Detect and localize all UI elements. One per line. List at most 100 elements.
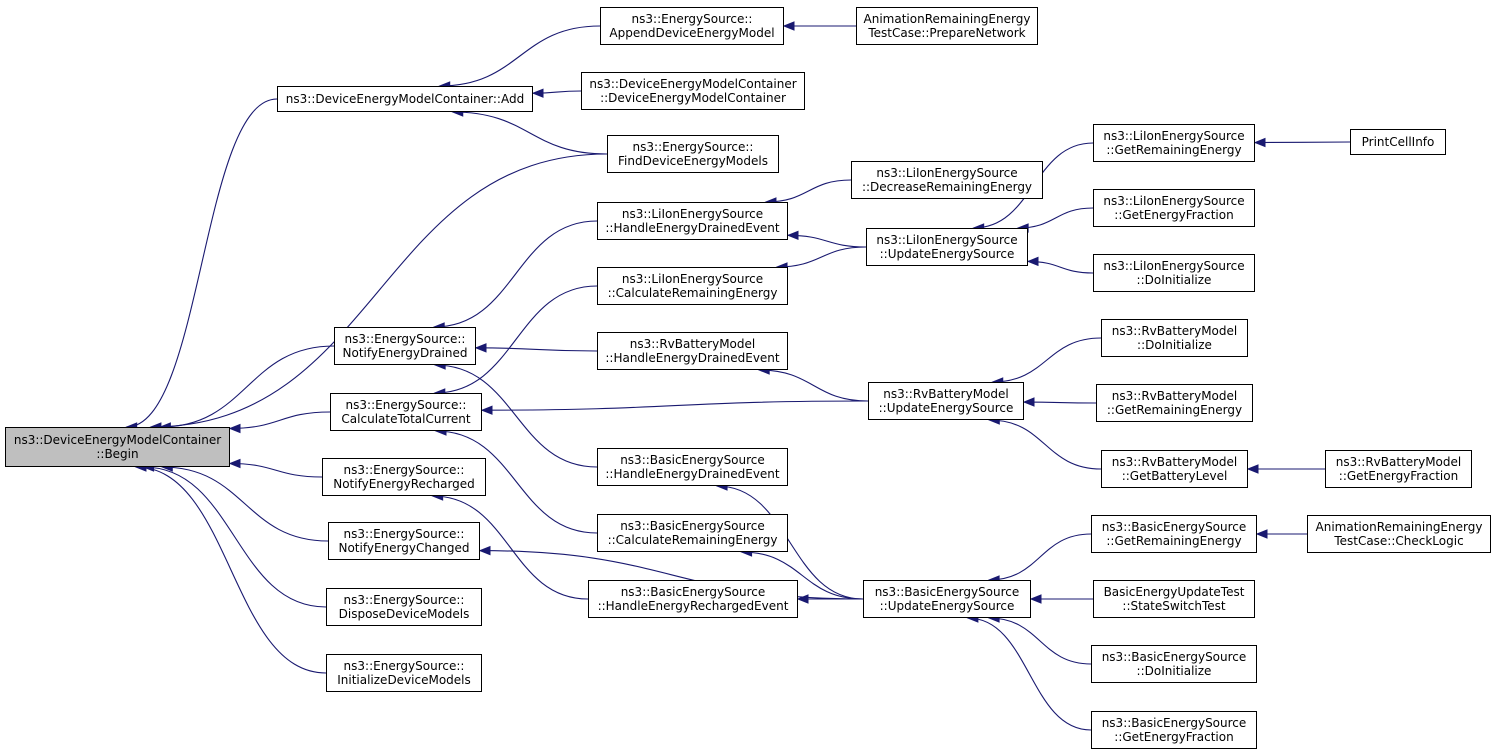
arrowhead-liDoInit-to-liUpdate — [1026, 256, 1039, 267]
node-label-line: AnimationRemainingEnergy — [1315, 520, 1483, 534]
node-liDecrease[interactable]: ns3::LiIonEnergySource::DecreaseRemainin… — [851, 161, 1043, 199]
edge-liCalcRemaining-to-calcTotal — [434, 285, 598, 394]
edge-liGetFraction-to-liUpdate — [1018, 207, 1094, 229]
node-liGetFraction[interactable]: ns3::LiIonEnergySource::GetEnergyFractio… — [1093, 189, 1255, 227]
node-label-line: ::CalculateRemainingEnergy — [607, 533, 778, 547]
node-appendDev[interactable]: ns3::EnergySource::AppendDeviceEnergyMod… — [600, 7, 784, 45]
arrowhead-animCheck-to-basicGetRemaining — [1255, 529, 1268, 539]
arrowhead-devCtor-to-add — [531, 88, 544, 98]
edge-printCell-to-liGetRemaining — [1254, 141, 1351, 144]
node-calcTotal[interactable]: ns3::EnergySource::CalculateTotalCurrent — [330, 393, 482, 431]
node-rvUpdate[interactable]: ns3::RvBatteryModel::UpdateEnergySource — [868, 382, 1024, 420]
node-notifyDrained[interactable]: ns3::EnergySource::NotifyEnergyDrained — [334, 327, 476, 365]
node-label-line: ns3::BasicEnergySource — [1101, 650, 1247, 664]
node-basicHandleDrained[interactable]: ns3::BasicEnergySource::HandleEnergyDrai… — [597, 448, 788, 486]
arrowhead-notifyRecharged-to-root — [228, 458, 241, 469]
arrowhead-basicUpdate-to-notifyChanged — [478, 545, 491, 556]
node-basicHandleRecharged[interactable]: ns3::BasicEnergySource::HandleEnergyRech… — [588, 580, 798, 618]
node-devCtor[interactable]: ns3::DeviceEnergyModelContainer::DeviceE… — [581, 72, 805, 110]
node-label-line: ns3::LiIonEnergySource — [876, 166, 1018, 180]
edge-notifyChanged-to-root — [162, 466, 329, 542]
node-basicGetFraction[interactable]: ns3::BasicEnergySource::GetEnergyFractio… — [1091, 711, 1257, 749]
node-label-line: TestCase::PrepareNetwork — [868, 26, 1026, 40]
node-basicDoInit[interactable]: ns3::BasicEnergySource::DoInitialize — [1091, 645, 1257, 683]
node-label-line: ns3::EnergySource:: — [343, 659, 465, 673]
edge-basicGetRemaining-to-basicUpdate — [989, 533, 1092, 581]
node-label-line: ::DoInitialize — [1137, 338, 1212, 352]
node-rvDoInit[interactable]: ns3::RvBatteryModel::DoInitialize — [1101, 319, 1248, 357]
node-label-line: ::HandleEnergyRechargedEvent — [597, 599, 789, 613]
node-liCalcRemaining[interactable]: ns3::LiIonEnergySource::CalculateRemaini… — [597, 267, 788, 305]
arrowhead-liUpdate-to-liHandleDrained — [786, 230, 799, 241]
node-rvGetBattery[interactable]: ns3::RvBatteryModel::GetBatteryLevel — [1101, 450, 1248, 488]
node-label-line: ns3::RvBatteryModel — [1111, 324, 1238, 338]
node-label-line: DisposeDeviceModels — [338, 607, 470, 621]
node-label-line: FindDeviceEnergyModels — [618, 154, 768, 168]
node-basicUpdate[interactable]: ns3::BasicEnergySource::UpdateEnergySour… — [863, 580, 1031, 618]
node-label-line: PrintCellInfo — [1361, 135, 1435, 149]
node-liHandleDrained[interactable]: ns3::LiIonEnergySource::HandleEnergyDrai… — [597, 202, 788, 240]
arrowhead-calcTotal-to-root — [228, 423, 241, 434]
node-label-line: ::GetEnergyFraction — [1114, 730, 1234, 744]
edge-basicUpdate-to-basicHandleDrained — [717, 485, 864, 600]
edge-liUpdate-to-liHandleDrained — [787, 234, 867, 248]
edge-basicHandleDrained-to-notifyDrained — [435, 364, 598, 468]
node-label-line: ns3::LiIonEnergySource — [621, 207, 764, 221]
edge-calcTotal-to-root — [229, 411, 331, 430]
node-add[interactable]: ns3::DeviceEnergyModelContainer::Add — [277, 86, 533, 112]
node-label-line: BasicEnergyUpdateTest — [1103, 585, 1245, 599]
node-label-line: ::UpdateEnergySource — [878, 401, 1014, 415]
edge-rvGetBattery-to-rvUpdate — [989, 419, 1102, 470]
node-label-line: ns3::RvBatteryModel — [1111, 389, 1238, 403]
node-label-line: ::UpdateEnergySource — [879, 247, 1015, 261]
edge-findDev-to-add — [452, 111, 608, 155]
node-label-line: ns3::RvBatteryModel — [883, 387, 1009, 401]
node-liDoInit[interactable]: ns3::LiIonEnergySource::DoInitialize — [1093, 254, 1255, 292]
edge-rvUpdate-to-calcTotal — [481, 400, 869, 411]
edge-liHandleDrained-to-notifyDrained — [434, 220, 598, 328]
node-root[interactable]: ns3::DeviceEnergyModelContainer::Begin — [5, 427, 230, 467]
node-initDev[interactable]: ns3::EnergySource::InitializeDeviceModel… — [326, 654, 482, 692]
arrowhead-rvUpdate-to-calcTotal — [480, 405, 493, 415]
edge-basicDoInit-to-basicUpdate — [989, 617, 1092, 665]
node-liUpdate[interactable]: ns3::LiIonEnergySource::UpdateEnergySour… — [866, 228, 1028, 266]
node-label-line: ns3::RvBatteryModel — [629, 337, 756, 351]
node-basicCalcRemaining[interactable]: ns3::BasicEnergySource::CalculateRemaini… — [597, 514, 788, 552]
node-notifyChanged[interactable]: ns3::EnergySource::NotifyEnergyChanged — [328, 522, 480, 560]
node-rvGetRemaining[interactable]: ns3::RvBatteryModel::GetRemainingEnergy — [1096, 384, 1253, 422]
edge-dispose-to-root — [143, 466, 327, 608]
node-label-line: ns3::EnergySource:: — [345, 398, 467, 412]
edge-findDev-to-root — [150, 153, 608, 428]
edge-rvHandleDrained-to-notifyDrained — [475, 347, 598, 352]
node-findDev[interactable]: ns3::EnergySource::FindDeviceEnergyModel… — [607, 135, 779, 173]
node-label-line: AppendDeviceEnergyModel — [609, 26, 775, 40]
node-label-line: ns3::BasicEnergySource — [874, 585, 1020, 599]
node-label-line: ns3::DeviceEnergyModelContainer::Add — [285, 92, 525, 106]
edge-rvGetRemaining-to-rvUpdate — [1023, 401, 1097, 404]
arrowhead-rvGetFraction-to-rvGetBattery — [1246, 464, 1259, 474]
edge-notifyDrained-to-root — [160, 345, 335, 428]
node-label-line: NotifyEnergyChanged — [338, 541, 470, 555]
node-label-line: ::GetRemainingEnergy — [1106, 534, 1242, 548]
node-label-line: ns3::BasicEnergySource — [1101, 716, 1247, 730]
node-dispose[interactable]: ns3::EnergySource::DisposeDeviceModels — [326, 588, 482, 626]
node-notifyRecharged[interactable]: ns3::EnergySource::NotifyEnergyRecharged — [322, 458, 486, 496]
node-rvGetFraction[interactable]: ns3::RvBatteryModel::GetEnergyFraction — [1325, 450, 1472, 488]
node-printCell[interactable]: PrintCellInfo — [1350, 129, 1446, 155]
node-label-line: ns3::RvBatteryModel — [1111, 455, 1238, 469]
node-basicStateSwitch[interactable]: BasicEnergyUpdateTest::StateSwitchTest — [1093, 580, 1255, 618]
edge-liUpdate-to-liCalcRemaining — [777, 246, 867, 268]
node-liGetRemaining[interactable]: ns3::LiIonEnergySource::GetRemainingEner… — [1093, 124, 1255, 162]
node-label-line: ns3::BasicEnergySource — [1101, 520, 1247, 534]
node-label-line: ns3::DeviceEnergyModelContainer — [589, 77, 797, 91]
node-label-line: ::HandleEnergyDrainedEvent — [605, 221, 780, 235]
node-rvHandleDrained[interactable]: ns3::RvBatteryModel::HandleEnergyDrained… — [597, 332, 788, 370]
node-basicGetRemaining[interactable]: ns3::BasicEnergySource::GetRemainingEner… — [1091, 515, 1257, 553]
edge-basicGetFraction-to-basicUpdate — [967, 617, 1092, 731]
node-label-line: ns3::LiIonEnergySource — [876, 233, 1018, 247]
node-label-line: ::DoInitialize — [1136, 664, 1212, 678]
node-label-line: ns3::RvBatteryModel — [1335, 455, 1462, 469]
